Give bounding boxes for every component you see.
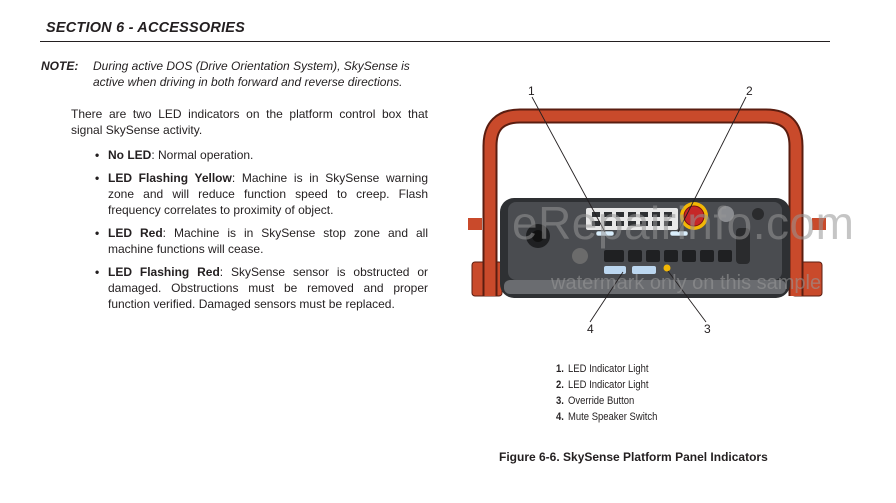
- left-pin: [468, 218, 482, 230]
- callout-label-4: 4: [587, 322, 594, 336]
- intro-paragraph: There are two LED indicators on the plat…: [71, 107, 428, 137]
- right-control-knob[interactable]: [752, 208, 764, 220]
- legend-item: 2. LED Indicator Light: [556, 377, 657, 393]
- header-rule: [40, 41, 830, 42]
- note-label: NOTE:: [41, 59, 79, 73]
- note-text: During active DOS (Drive Orientation Sys…: [93, 59, 410, 89]
- function-switch[interactable]: [718, 250, 732, 262]
- control-box-illustration: 1 2 3 4: [468, 84, 826, 336]
- right-toggle-switch[interactable]: [736, 228, 750, 264]
- figure-legend: 1. LED Indicator Light 2. LED Indicator Li…: [556, 361, 674, 425]
- list-item: • LED Red: Machine is in SkySense stop zo…: [95, 225, 428, 257]
- handle-frame: [484, 110, 802, 296]
- legend-label: LED Indicator Light: [568, 363, 649, 375]
- led-indicator-light-1: [595, 230, 615, 237]
- bullet-desc: : Machine is in SkySense stop zone and a…: [108, 226, 428, 256]
- bullet-desc: : Normal operation.: [151, 148, 254, 162]
- bullet-icon: •: [95, 226, 100, 240]
- control-box-lower-edge: [504, 280, 786, 294]
- legend-num: 2.: [556, 379, 564, 391]
- function-switch[interactable]: [664, 250, 678, 262]
- right-pin: [812, 218, 826, 230]
- bullet-term: No LED: [108, 148, 152, 162]
- bullet-term: LED Red: [108, 226, 163, 240]
- function-switch[interactable]: [604, 250, 624, 262]
- platform-panel-figure: 1 2 3 4: [468, 84, 826, 346]
- section-title: SECTION 6 - ACCESSORIES: [46, 20, 246, 36]
- legend-num: 1.: [556, 363, 564, 375]
- list-item: • No LED: Normal operation.: [95, 147, 428, 163]
- list-item: • LED Flashing Red: SkySense sensor is ob…: [95, 264, 428, 312]
- legend-label: LED Indicator Light: [568, 379, 649, 391]
- key-switch[interactable]: [718, 206, 734, 222]
- lower-label-tile: [632, 266, 656, 274]
- callout-leaders: [531, 96, 747, 323]
- legend-num: 4.: [556, 411, 564, 423]
- legend-label: Mute Speaker Switch: [568, 411, 658, 423]
- callout-label-1: 1: [528, 84, 535, 98]
- bullet-icon: •: [95, 171, 100, 185]
- legend-item: 1. LED Indicator Light: [556, 361, 657, 377]
- bullet-desc: : Machine is in SkySense warning zone an…: [108, 171, 429, 217]
- callout-label-2: 2: [746, 84, 753, 98]
- bullet-term: LED Flashing Red: [108, 265, 220, 279]
- bullet-term: LED Flashing Yellow: [108, 171, 232, 185]
- function-switch-row: [604, 250, 732, 262]
- function-switch[interactable]: [646, 250, 660, 262]
- horn-button: [572, 248, 588, 264]
- function-switch[interactable]: [700, 250, 714, 262]
- legend-num: 3.: [556, 395, 564, 407]
- figure-caption: Figure 6-6. SkySense Platform Panel Indi…: [499, 450, 768, 464]
- bullet-icon: •: [95, 265, 100, 279]
- led-status-list: • No LED: Normal operation. • LED Flashing…: [95, 147, 428, 319]
- function-switch[interactable]: [682, 250, 696, 262]
- legend-item: 3. Override Button: [556, 393, 657, 409]
- list-item: • LED Flashing Yellow: Machine is in SkyS…: [95, 170, 428, 218]
- function-switch[interactable]: [628, 250, 642, 262]
- bullet-desc: : SkySense sensor is obstructed or damag…: [108, 265, 428, 311]
- watermark-sub: watermark only on this sample: [551, 272, 822, 294]
- bullet-icon: •: [95, 148, 100, 162]
- legend-item: 4. Mute Speaker Switch: [556, 409, 657, 425]
- watermark-main: eRepairinfo.com: [512, 197, 855, 249]
- mute-speaker-switch[interactable]: [604, 266, 626, 274]
- legend-label: Override Button: [568, 395, 635, 407]
- joystick-knob: [532, 230, 544, 242]
- callout-label-3: 3: [704, 322, 711, 336]
- lower-label-row: [604, 264, 671, 274]
- override-button[interactable]: [663, 264, 671, 272]
